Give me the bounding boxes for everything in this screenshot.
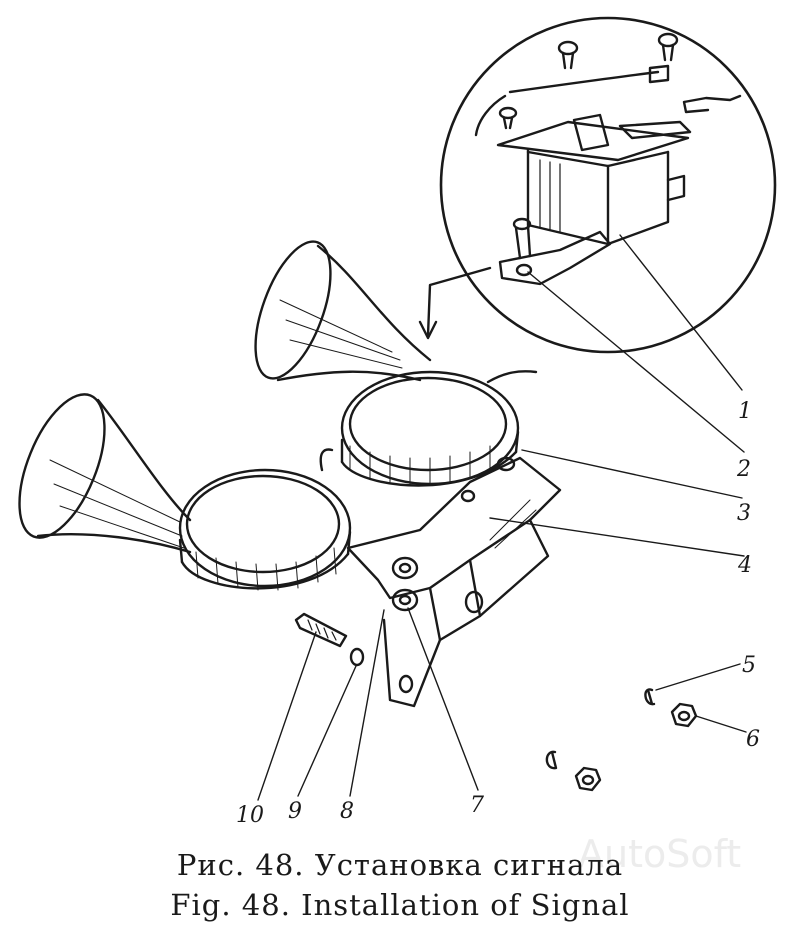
leader-4	[489, 517, 745, 557]
callout-1: 1	[738, 399, 752, 424]
callout-10: 10	[236, 803, 264, 828]
relay-body	[496, 113, 692, 246]
upper-horn-wire	[486, 370, 538, 384]
relay-screw-top-right	[657, 32, 679, 62]
callout-9: 9	[288, 799, 302, 824]
bolt	[294, 612, 348, 648]
lower-horn-wire	[319, 448, 334, 472]
callout-3: 3	[737, 501, 751, 526]
spring-washer	[644, 688, 656, 706]
washer	[349, 647, 365, 667]
figure-caption-ru: Рис. 48. Установка сигнала	[176, 848, 624, 882]
relay-screw-left	[498, 106, 518, 130]
nut-2	[574, 766, 602, 792]
relay-screw-top-left	[557, 40, 579, 70]
callout-4: 4	[737, 553, 752, 578]
spring-washer-2	[545, 750, 558, 770]
callout-6: 6	[746, 727, 760, 752]
callout-8: 8	[340, 799, 354, 824]
relay-wire	[474, 70, 660, 137]
leader-3	[521, 449, 743, 499]
callout-7: 7	[470, 793, 484, 818]
relay-terminal-clip	[682, 94, 742, 114]
assembly-arrow	[426, 266, 492, 337]
upper-horn-disc	[340, 370, 520, 487]
mounting-bracket	[346, 456, 562, 708]
callout-5: 5	[742, 653, 756, 678]
upper-horn	[254, 240, 432, 382]
relay-bracket	[498, 217, 612, 286]
figure-caption-en: Fig. 48. Installation of Signal	[170, 888, 630, 922]
leader-6	[695, 715, 747, 733]
watermark: AutoSoft	[578, 832, 742, 876]
callout-2: 2	[736, 457, 751, 482]
leader-8	[349, 609, 385, 797]
leader-2	[527, 271, 745, 453]
nut	[670, 702, 698, 728]
leader-9	[297, 665, 357, 797]
leader-10	[257, 631, 317, 801]
leader-5	[655, 663, 741, 691]
lower-horn-disc	[178, 468, 352, 591]
leader-1	[619, 234, 743, 391]
relay-inset-circle	[439, 16, 777, 354]
lower-horn	[18, 393, 192, 554]
leader-7	[407, 607, 479, 791]
